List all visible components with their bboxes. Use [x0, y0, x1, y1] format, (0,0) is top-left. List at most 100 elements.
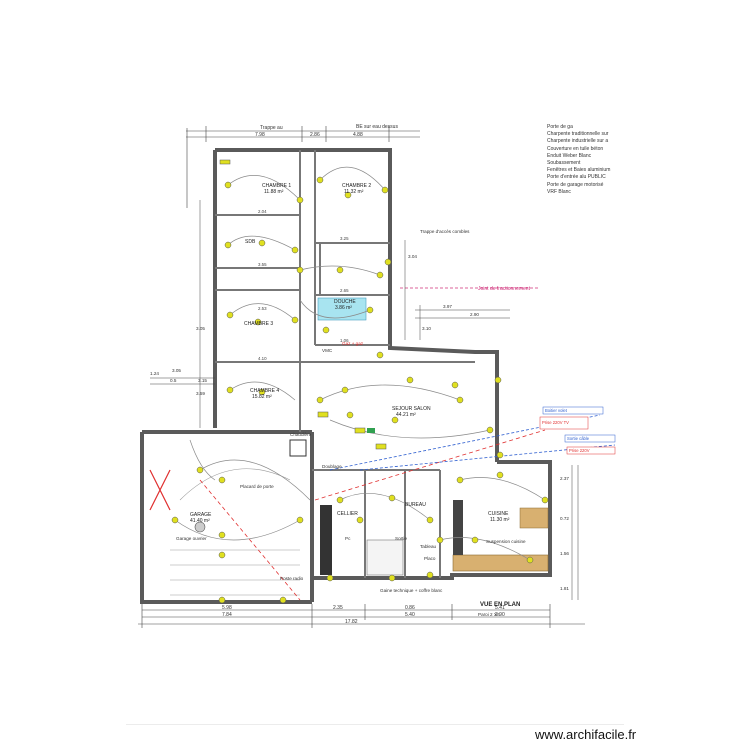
blue-note-2: Sortie câble	[567, 436, 590, 441]
interior-dim-2: 3.55	[258, 262, 267, 267]
bottom-total: 17.82	[345, 619, 358, 625]
joint-label: Joint de fractionnement	[478, 286, 531, 292]
room-cuisine: CUISINE	[488, 511, 509, 517]
legend-item: Soubassement	[547, 160, 581, 167]
note-sortie: Sortie	[395, 536, 407, 541]
note-pc: Pc	[345, 536, 351, 541]
green-fixture	[367, 428, 375, 433]
annotation-lines	[199, 287, 616, 601]
note-tableau: Tableau	[420, 544, 437, 549]
note-garage-ouvrier: Garage ouvrier	[176, 536, 207, 541]
gas-label: Gaz + gaz	[342, 341, 364, 346]
room-chambre-3: CHAMBRE 3	[244, 321, 273, 327]
shower-area	[317, 297, 367, 321]
bottom-dim-2c: 2.90	[495, 612, 505, 618]
room-sdb: SDB	[245, 239, 256, 245]
top-dimension-lines	[186, 126, 420, 208]
room-chambre-4: CHAMBRE 4	[250, 388, 279, 394]
left-dimension-lines	[150, 200, 215, 428]
legend-item: Charpente industrielle sur a	[547, 138, 609, 145]
kitchen-tall-unit	[453, 500, 463, 555]
kitchen-counter	[452, 554, 549, 572]
room-douche: DOUCHE	[334, 299, 356, 305]
legend-item: Enduit Weber Blanc	[547, 152, 592, 159]
legend-item: VRF Blanc	[547, 188, 571, 195]
footer-divider	[126, 724, 624, 725]
note-poste-radio: Poste radio	[280, 576, 304, 581]
legend-item: Charpente traditionnelle sur	[547, 131, 609, 138]
legend-item: Porte de ga	[547, 124, 573, 130]
cellier-appliance-block	[320, 505, 332, 575]
side-dim-3: 3.59	[196, 391, 205, 396]
room-chambre-4-area: 15.82 m²	[252, 394, 272, 400]
top-dim-2: 2.86	[310, 132, 320, 138]
mid-dim-1: 3.97	[443, 304, 452, 309]
interior-dim-3: 2.53	[258, 306, 267, 311]
side-dim-1: 3.04	[408, 254, 417, 259]
interior-walls	[215, 150, 475, 578]
note-bottom-center: Gaine technique + coffre blanc	[380, 588, 443, 593]
red-note-1: Prise 220V TV	[542, 420, 569, 425]
note-trappe-combles: Trappe d'accès combles	[420, 229, 470, 234]
bottom-dim-2b: 5.40	[405, 612, 415, 618]
left-dim-2: 3.05	[172, 368, 181, 373]
electrical-fixtures	[171, 159, 549, 604]
note-placard-porte: Placard de porte	[240, 484, 274, 489]
blue-note-1: Boitier volet	[545, 408, 568, 413]
exterior-walls	[140, 148, 552, 604]
note-chaudiere: Chaudière	[290, 432, 312, 437]
right-dimension-lines	[404, 240, 579, 600]
room-sejour: SEJOUR SALON	[392, 406, 431, 412]
room-chambre-2-area: 11.32 m²	[344, 189, 364, 195]
room-chambre-1-area: 11.88 m²	[264, 189, 284, 195]
note-vmc: VMC	[322, 348, 333, 353]
bottom-dim-1a: 5.98	[222, 605, 232, 611]
right-dim-3: 1.56	[560, 551, 569, 556]
legend-item: Couverture en tuile béton	[547, 145, 604, 152]
right-dim-2: 0.72	[560, 516, 569, 521]
red-note-box-1	[539, 416, 589, 430]
interior-dim-4: 4.10	[258, 356, 267, 361]
bathroom-fixtures	[366, 539, 404, 576]
room-garage-area: 41.40 m²	[190, 518, 210, 524]
legend-item: Porte de garage motorisé	[547, 181, 604, 188]
view-label: VUE EN PLAN	[480, 602, 520, 608]
room-chambre-2: CHAMBRE 2	[342, 183, 371, 189]
blue-note-box-1	[542, 406, 604, 415]
mid-dim-2: 2.90	[470, 312, 479, 317]
room-cuisine-area: 11.30 m²	[490, 517, 510, 523]
bottom-dim-1c: 0.86	[405, 605, 415, 611]
room-chambre-1: CHAMBRE 1	[262, 183, 291, 189]
note-placo: Placo	[424, 556, 436, 561]
left-dim-3: 3.15	[198, 378, 207, 383]
bottom-label: Paroi 2 XA	[478, 612, 501, 617]
materials-legend: Porte de ga Charpente traditionnelle sur…	[547, 124, 617, 196]
site-watermark: www.archifacile.fr	[535, 727, 637, 742]
legend-item: Porte d'entrée alu PUBLIC	[547, 174, 606, 181]
interior-dim-6: 2.65	[340, 288, 349, 293]
room-bureau: BUREAU	[405, 502, 426, 508]
top-note-right: BE sur eau dessus	[356, 124, 398, 130]
red-note-2: Prise 220V	[569, 448, 590, 453]
garage-details	[149, 468, 300, 596]
side-dim-4: 3.05	[196, 326, 205, 331]
bottom-dimension-lines	[138, 604, 585, 628]
boiler-box	[289, 439, 307, 457]
room-douche-area: 3.86 m²	[335, 305, 352, 311]
left-dim-4: 0.5	[170, 378, 177, 383]
room-cellier: CELLIER	[337, 511, 358, 517]
note-doublage: Doublage	[322, 464, 342, 469]
kitchen-island	[519, 507, 549, 529]
top-dim-1: 7.98	[255, 132, 265, 138]
room-sejour-area: 44.21 m²	[396, 412, 416, 418]
bottom-dim-1d: 5.41	[495, 605, 505, 611]
side-dim-2: 3.10	[422, 326, 431, 331]
note-suspension-cuisine: Suspension cuisine	[486, 539, 526, 544]
legend-item: Fenêtres et Baies aluminium	[547, 167, 611, 174]
bottom-dim-1b: 2.35	[333, 605, 343, 611]
blue-note-box-2	[564, 434, 616, 443]
top-note-left: Trappe au	[260, 125, 283, 131]
interior-dim-7: 1.06	[340, 338, 349, 343]
red-note-box-2	[566, 446, 616, 455]
